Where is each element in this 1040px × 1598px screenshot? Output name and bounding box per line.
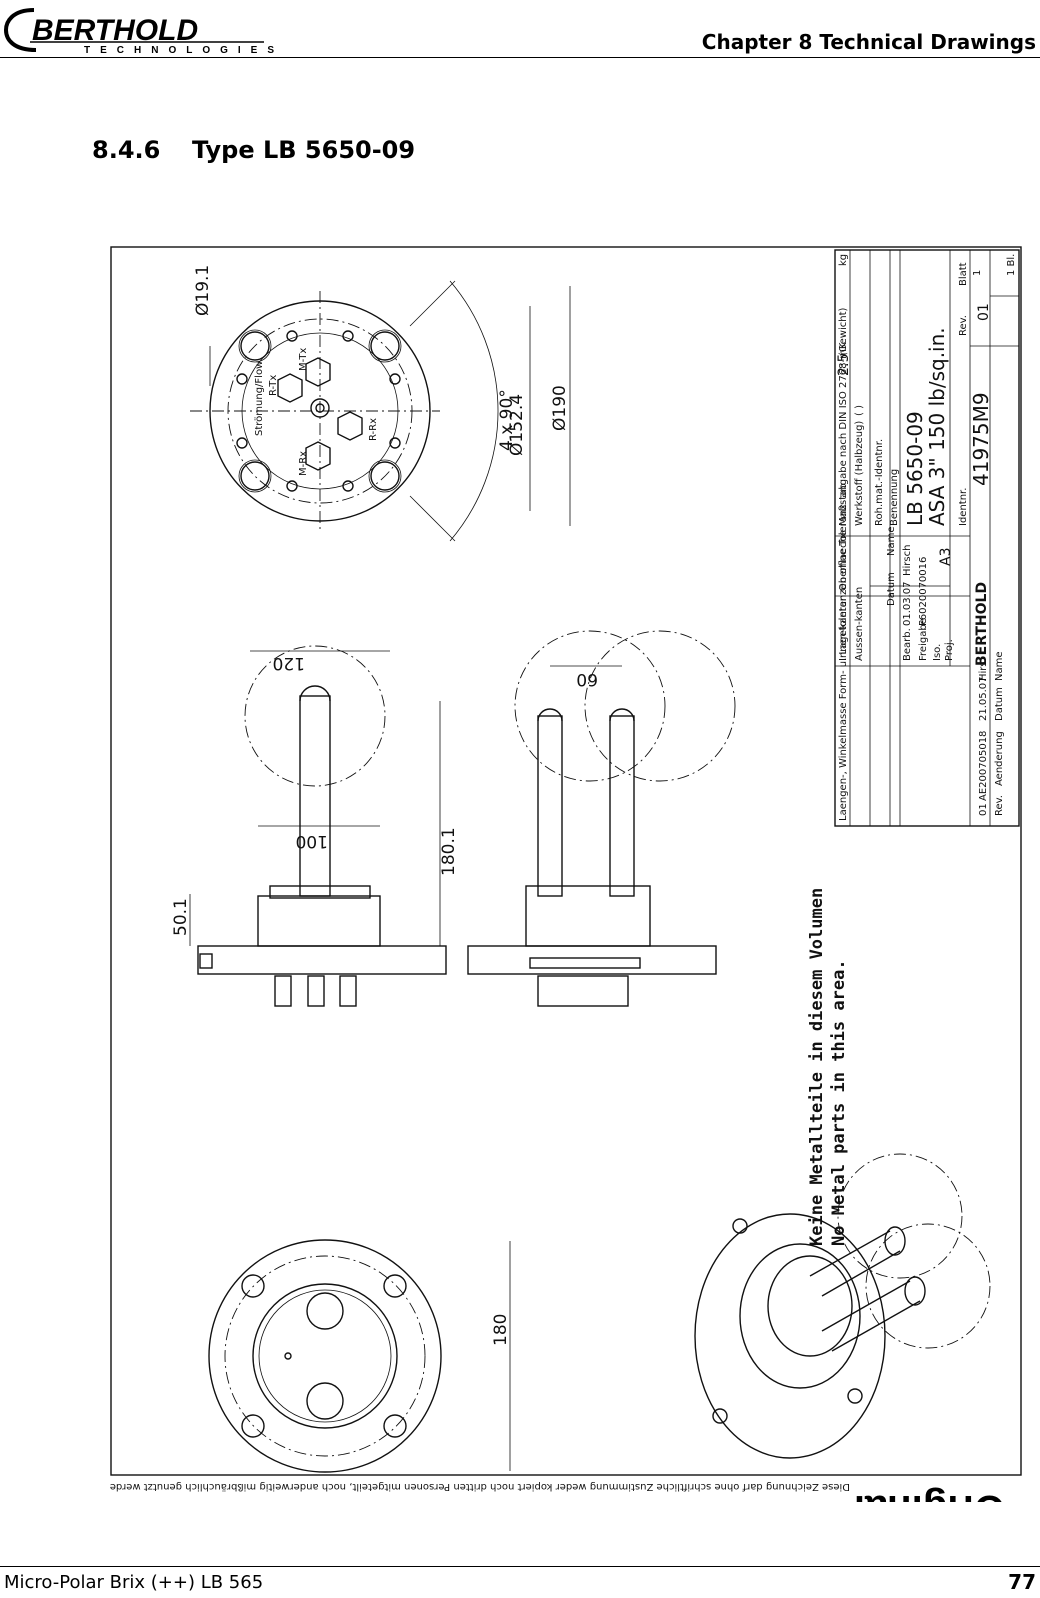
title-block-logo: BERTHOLD <box>974 582 990 666</box>
label-m-tx: M-Tx <box>298 348 309 371</box>
rev-label: Rev. <box>958 315 969 336</box>
name-label: Benennung <box>889 469 900 526</box>
side-view-1: 120 100 180.1 50.1 <box>171 645 459 1007</box>
proj-label: Proj. <box>944 639 955 661</box>
dim-19-1: Ø19.1 <box>193 265 213 316</box>
weight-label: (Gewicht) <box>838 307 849 356</box>
change-number: AE200705018 <box>978 731 989 801</box>
dim-50-1: 50.1 <box>171 898 191 936</box>
flange-top-view: M-Tx R-Tx R-Rx M-Rx Strömung/Flow Ø19.1 … <box>190 265 571 542</box>
tolerance-note: Laengen-, Winkelmasse Form- u. Lagetoler… <box>838 342 849 821</box>
bearb-date: 01.03.07 <box>902 581 913 626</box>
title-block: Maßstab 2:5 (Gewicht) kg Werkstoff (Halb… <box>834 249 1020 827</box>
dim-holes: 4 x 90° <box>497 389 517 451</box>
page-header: BERTHOLD TECHNOLOGIES Chapter 8 Technica… <box>0 0 1040 60</box>
bearb-name: Hirsch <box>902 545 913 576</box>
freigabe-label: Freigabe <box>918 618 929 661</box>
inner-edges-label: Innen-kanten <box>838 595 849 661</box>
copyright-line: Diese Zeichnung darf ohne schriftliche Z… <box>110 1481 850 1492</box>
rohmat-label: Roh.mat.-Identnr. <box>874 439 885 526</box>
rev-value: 01 <box>976 303 992 321</box>
freigabe-value: F6020070016 <box>918 557 929 626</box>
name-col-label-2: Name <box>994 651 1005 681</box>
dim-180-1: 180.1 <box>439 827 459 876</box>
technical-drawing: M-Tx R-Tx R-Rx M-Rx Strömung/Flow Ø19.1 … <box>110 246 1022 1502</box>
sheet-total: 1 Bl. <box>1006 254 1017 276</box>
label-flow: Strömung/Flow <box>254 361 265 436</box>
scale-value: 2:5 <box>836 353 852 376</box>
aend-col-label: Aenderung <box>994 731 1005 786</box>
name-line1: LB 5650-09 <box>903 411 927 526</box>
note-english: No Metal parts in this area. <box>829 959 849 1246</box>
drawing-frame <box>110 246 1022 1476</box>
datum-col-label-2: Datum <box>994 687 1005 721</box>
rev-col-label: Rev. <box>994 795 1005 816</box>
material-value: ( ) <box>854 405 865 416</box>
sheet-value: 1 <box>972 270 983 276</box>
header-rule <box>0 57 1040 58</box>
logo-subtext: TECHNOLOGIES <box>84 45 284 54</box>
name-line2: ASA 3" 150 lb/sq.in. <box>925 327 949 526</box>
name-col-label: Name <box>886 526 897 556</box>
page-number: 77 <box>1008 1570 1036 1594</box>
change-rev: 01 <box>978 803 989 816</box>
isometric-view <box>694 1153 991 1459</box>
footer-product: Micro-Polar Brix (++) LB 565 <box>4 1572 264 1593</box>
format-value: A3 <box>938 548 954 566</box>
dim-190: Ø190 <box>550 385 570 431</box>
datum-col-label: Datum <box>886 572 897 606</box>
section-number: 8.4.6 <box>92 136 161 164</box>
ident-value: 41975M9 <box>969 392 993 486</box>
outer-edges-label: Aussen-kanten <box>854 587 865 661</box>
section-title: Type LB 5650-09 <box>192 136 416 164</box>
material-label: Werkstoff (Halbzeug) <box>854 421 865 526</box>
berthold-logo: BERTHOLD TECHNOLOGIES <box>4 8 284 54</box>
dim-100: 100 <box>296 831 328 851</box>
bearb-label: Bearb. <box>902 628 913 661</box>
footer-rule <box>0 1566 1040 1567</box>
section-heading: 8.4.6 Type LB 5650-09 <box>92 136 415 164</box>
label-r-tx: R-Tx <box>268 375 279 396</box>
change-name: Hirs. <box>978 658 989 681</box>
weight-unit: kg <box>838 254 849 266</box>
dim-120: 120 <box>273 653 305 673</box>
note-german: Keine Metallteile in diesem Volumen <box>807 888 827 1246</box>
surface-label: Oberflaeche <box>838 530 849 591</box>
bottom-view: 180 <box>208 1239 511 1473</box>
sheet-label: Blatt <box>958 262 969 286</box>
chapter-title: Chapter 8 Technical Drawings <box>701 30 1036 54</box>
side-view-2: 60 <box>467 630 736 1007</box>
ident-label: Identnr. <box>958 488 969 526</box>
original-stamp: Original <box>854 1487 1005 1502</box>
label-r-rx: R-Rx <box>368 418 379 441</box>
scale-label: Maßstab <box>838 483 849 526</box>
dim-60: 60 <box>576 669 598 689</box>
iso-label: Iso. <box>932 644 943 661</box>
label-m-rx: M-Rx <box>298 451 309 476</box>
change-date: 21.05.07 <box>978 676 989 721</box>
dim-152-4: Ø152.4 <box>507 394 527 456</box>
dim-180: 180 <box>491 1314 511 1346</box>
